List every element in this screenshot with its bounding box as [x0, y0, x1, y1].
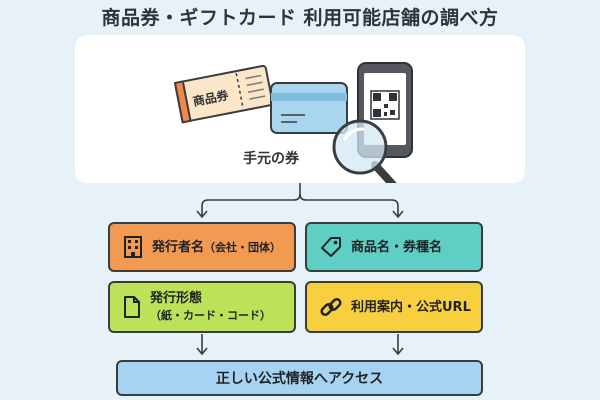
hand-ticket-panel: 商品券 手元	[75, 35, 525, 183]
gift-card-icon	[270, 82, 348, 134]
official-info-box: 正しい公式情報へアクセス	[116, 360, 483, 396]
tag-icon	[319, 235, 343, 259]
issuer-sub: （会社・団体）	[204, 240, 282, 254]
issue-form-box: 発行形態 （紙・カード・コード）	[108, 281, 296, 333]
usage-guide-box: 利用案内・公式URL	[305, 281, 483, 333]
final-label: 正しい公式情報へアクセス	[215, 371, 384, 387]
issuer-name-box: 発行者名（会社・団体）	[108, 222, 296, 272]
magnifier-icon	[332, 119, 397, 183]
form-sub: （紙・カード・コード）	[150, 309, 271, 322]
product-label: 商品名・券種名	[351, 239, 443, 255]
panel-caption: 手元の券	[243, 150, 300, 167]
issuer-label: 発行者名	[152, 239, 205, 255]
form-label: 発行形態	[150, 291, 203, 306]
paper-ticket-icon: 商品券	[173, 64, 274, 124]
ticket-label: 商品券	[191, 87, 230, 109]
product-name-box: 商品名・券種名	[305, 222, 483, 272]
qr-code-icon	[370, 90, 400, 120]
document-icon	[122, 295, 142, 319]
ticket-illustration: 商品券 手元	[173, 62, 413, 183]
building-icon	[122, 235, 144, 259]
page-title: 商品券・ギフトカード 利用可能店舗の調べ方	[101, 7, 499, 29]
link-icon	[319, 295, 343, 319]
guide-label: 利用案内・公式URL	[351, 299, 471, 315]
